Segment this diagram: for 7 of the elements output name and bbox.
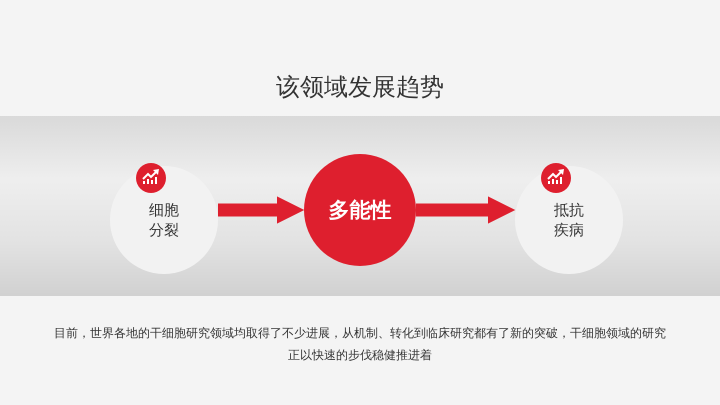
node-label: 抵抗疾病	[553, 200, 585, 240]
title: 该领域发展趋势	[275, 72, 445, 103]
node-label: 细胞分裂	[148, 200, 180, 240]
arrow	[416, 196, 516, 224]
node-label: 多能性	[328, 197, 392, 224]
body-text: 目前，世界各地的干细胞研究领域均取得了不少进展，从机制、转化到临床研究都有了新的突破，干细胞领域的研究正以快速的步伐稳健推进着	[53, 325, 667, 364]
arrow	[218, 196, 304, 224]
